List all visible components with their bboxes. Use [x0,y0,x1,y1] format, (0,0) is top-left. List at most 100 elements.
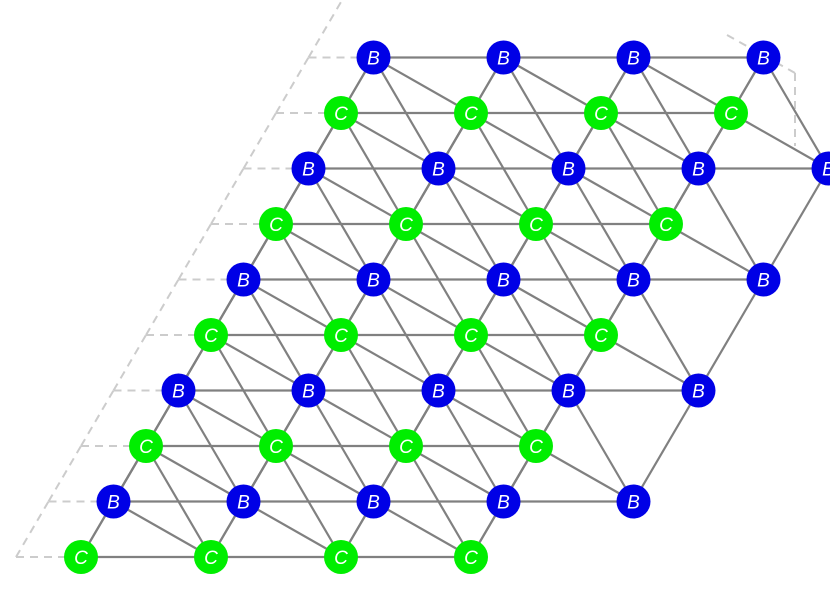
atom-c-marker [389,207,423,241]
atom-b: B [616,484,651,519]
atom-label: B [302,160,315,181]
atom-b-marker [551,373,586,408]
atom-b: B [616,40,651,75]
bond-line [632,389,700,503]
ghost-bond [80,389,115,447]
atom-b-marker [616,262,651,297]
atom-c-marker [454,96,488,130]
atom-b: B [356,40,391,75]
bond-line [600,334,700,392]
atom-c: C [389,429,423,463]
atom-label: B [432,160,445,181]
bond-line [665,223,765,281]
bond-line [145,445,245,503]
atom-c: C [454,540,488,574]
atom-label: C [529,215,543,236]
atom-c-marker [389,429,423,463]
bond-line [372,56,472,114]
atom-c: C [649,207,683,241]
atom-c-marker [454,318,488,352]
atom-c-marker [64,540,98,574]
atom-b: B [291,151,326,186]
atom-c: C [64,540,98,574]
atom-b: B [421,151,456,186]
atom-b: B [551,151,586,186]
atom-b: B [96,484,131,519]
atom-b-marker [746,262,781,297]
atom-b: B [421,373,456,408]
atom-b-marker [356,40,391,75]
atom-b-marker [226,484,261,519]
atom-c: C [519,429,553,463]
bond-line [697,278,765,392]
atom-label: B [692,382,705,403]
bond-line [437,389,537,447]
atom-label: B [367,493,380,514]
bond-line [210,334,310,392]
atom-b: B [681,151,716,186]
atom-label: C [594,326,608,347]
atom-label: B [237,271,250,292]
atom-b: B [291,373,326,408]
atom-label: B [692,160,705,181]
bond-line [307,389,407,447]
atom-b-marker [616,40,651,75]
bond-line [632,56,732,114]
bond-line [470,334,570,392]
node-layer: CCCCBBBBBCCCCBBBBBCCCCBBBBBCCCCBBBBBCCCC… [64,40,830,574]
atom-b-marker [486,262,521,297]
atom-c-marker [259,207,293,241]
bond-line [372,278,472,336]
atom-label: C [334,548,348,569]
atom-b: B [486,40,521,75]
atom-b-marker [746,40,781,75]
atom-b-marker [486,40,521,75]
atom-b-marker [356,484,391,519]
atom-c-marker [324,540,358,574]
ghost-bond [112,334,147,392]
atom-b-marker [96,484,131,519]
atom-c: C [324,318,358,352]
atom-b: B [356,262,391,297]
atom-label: B [627,271,640,292]
bond-line [242,278,342,336]
bond-line [307,167,407,225]
atom-b-marker [356,262,391,297]
bond-line [275,445,375,503]
bond-line [470,112,570,170]
atom-label: C [334,104,348,125]
atom-c-marker [324,96,358,130]
atom-b-marker [161,373,196,408]
atom-label: C [464,326,478,347]
atom-c-marker [584,96,618,130]
bond-line [112,500,212,558]
atom-b-marker [551,151,586,186]
ghost-bond [210,167,245,225]
bond-line [275,223,375,281]
atom-b: B [616,262,651,297]
atom-label: C [529,437,543,458]
bond-line [340,334,440,392]
atom-label: B [432,382,445,403]
atom-label: B [562,160,575,181]
atom-b: B [551,373,586,408]
atom-c: C [519,207,553,241]
atom-c: C [259,207,293,241]
bond-line [405,445,505,503]
atom-c-marker [584,318,618,352]
atom-label: C [269,215,283,236]
bond-line [437,167,537,225]
atom-b: B [226,484,261,519]
atom-b: B [356,484,391,519]
atom-c: C [259,429,293,463]
bond-line [177,389,277,447]
atom-b-marker [291,151,326,186]
bond-line [242,500,342,558]
atom-b: B [811,151,830,186]
atom-b-marker [486,484,521,519]
atom-label: C [464,104,478,125]
bond-line [632,278,700,392]
atom-label: C [594,104,608,125]
atom-c: C [454,318,488,352]
